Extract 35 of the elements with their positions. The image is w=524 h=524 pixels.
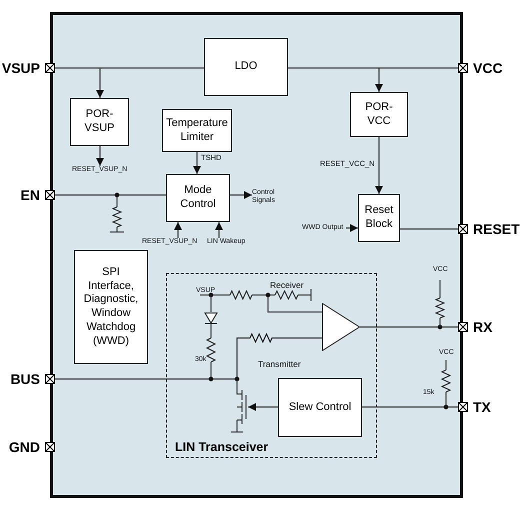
pin-label: RESET	[473, 222, 520, 236]
function-block: Reset Block	[358, 194, 400, 242]
function-block: Slew Control	[278, 378, 362, 437]
arrow	[230, 191, 252, 199]
function-block: Mode Control	[166, 174, 230, 222]
arrow	[193, 152, 201, 174]
connector-line	[54, 194, 166, 196]
pin-label: VSUP	[2, 61, 40, 75]
arrow	[96, 146, 104, 166]
chip-body	[50, 12, 463, 498]
arrow	[346, 224, 358, 232]
connector-line	[362, 406, 458, 408]
connector-line	[360, 326, 458, 328]
pin-label: GND	[8, 440, 40, 454]
arrow	[54, 68, 104, 98]
arrow	[215, 222, 223, 238]
function-block: SPI Interface, Diagnostic, Window Watchdog (WWD)	[74, 250, 148, 364]
pin-label: RX	[473, 320, 492, 334]
pin-label: EN	[20, 188, 40, 202]
pin-label: TX	[473, 400, 491, 414]
circuit-label: Receiver	[270, 281, 304, 290]
arrow	[375, 136, 383, 194]
pin-label: VCC	[473, 61, 503, 75]
arrow	[288, 68, 383, 92]
function-block: LDO	[204, 38, 288, 96]
function-block: POR-VSUP	[70, 98, 129, 146]
pin-label: BUS	[10, 372, 40, 386]
circuit-label: Transmitter	[258, 360, 301, 368]
connector-line	[54, 332, 322, 380]
arrow	[248, 403, 278, 411]
group-title: LIN Transceiver	[175, 440, 268, 453]
arrow	[174, 222, 182, 238]
function-block: Temperature Limiter	[162, 109, 232, 152]
function-block: POR-VCC	[350, 92, 408, 137]
connector-line	[400, 228, 458, 230]
